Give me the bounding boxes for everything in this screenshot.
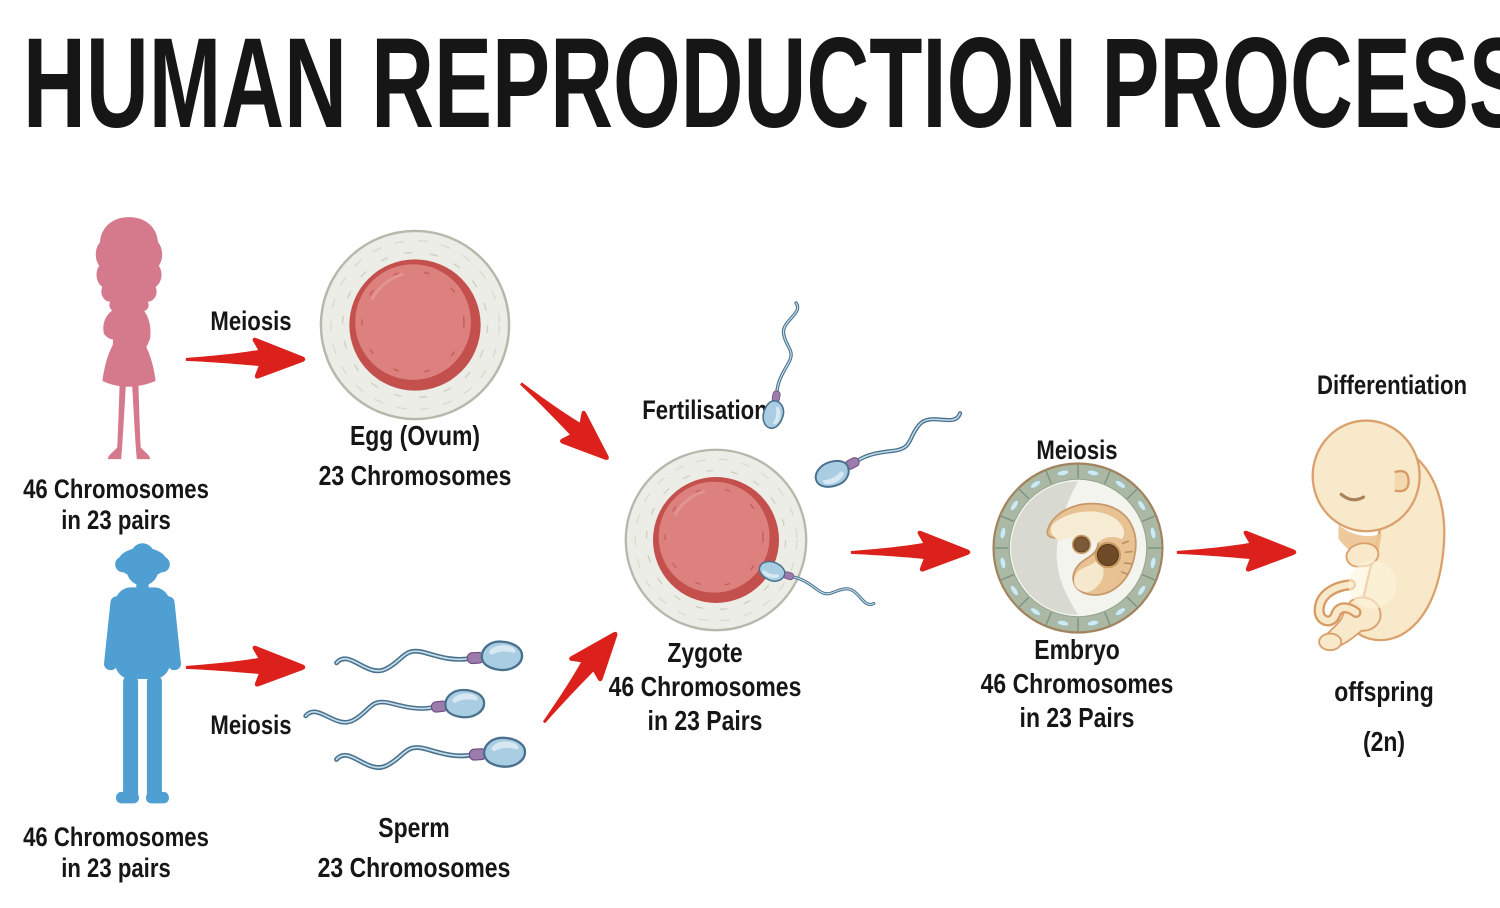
zygote-cell-illustration xyxy=(624,448,808,632)
male-arm-left xyxy=(104,596,124,671)
female-arm-left xyxy=(103,307,119,340)
egg-caption: Egg (Ovum)23 Chromosomes xyxy=(318,420,512,491)
offspring-ploidy-caption: (2n) xyxy=(1362,726,1406,757)
page-title: HUMAN REPRODUCTION PROCESS xyxy=(23,12,1500,155)
meiosis-label-female: Meiosis xyxy=(210,306,292,336)
egg-cell-illustration xyxy=(319,229,511,421)
sperm-at-zygote-right xyxy=(796,384,976,511)
female-torso xyxy=(112,298,146,348)
female-silhouette xyxy=(95,217,163,460)
female-leg-left xyxy=(107,384,126,460)
male-arm-right xyxy=(161,596,181,671)
female-skirt xyxy=(102,344,156,387)
fertilisation-label: Fertilisation xyxy=(642,395,768,425)
embryo-ring-dashes xyxy=(1000,470,1156,626)
fetus-head xyxy=(1311,419,1421,533)
female-leg-right xyxy=(132,384,151,460)
fetus-illustration xyxy=(1311,419,1446,652)
embryo-cell-illustration xyxy=(992,462,1164,634)
meiosis-label-embryo: Meiosis xyxy=(1036,435,1118,465)
male-leg-right xyxy=(146,675,162,801)
arrow-female-to-egg xyxy=(185,337,306,379)
sperm-at-zygote-top xyxy=(759,299,805,432)
arrow-zygote-to-embryo xyxy=(850,530,971,572)
arrow-embryo-to-offspring xyxy=(1176,530,1297,572)
female-hair xyxy=(95,217,163,312)
male-leg-left xyxy=(123,675,139,801)
offspring-caption: offspring xyxy=(1334,676,1434,707)
sperm-cell-3 xyxy=(328,718,540,795)
male-silhouette xyxy=(104,543,181,804)
embryo-somite-lines xyxy=(1120,540,1133,576)
male-head xyxy=(126,553,159,586)
female-arm-right xyxy=(137,307,151,350)
fetus-ear xyxy=(1394,469,1410,493)
differentiation-label: Differentiation xyxy=(1316,370,1468,400)
male-torso xyxy=(115,587,170,680)
fetus-eye xyxy=(1339,492,1366,502)
arrow-male-to-sperm xyxy=(185,645,306,687)
meiosis-label-male: Meiosis xyxy=(210,710,292,740)
embryo-ring-segments xyxy=(993,463,1163,633)
